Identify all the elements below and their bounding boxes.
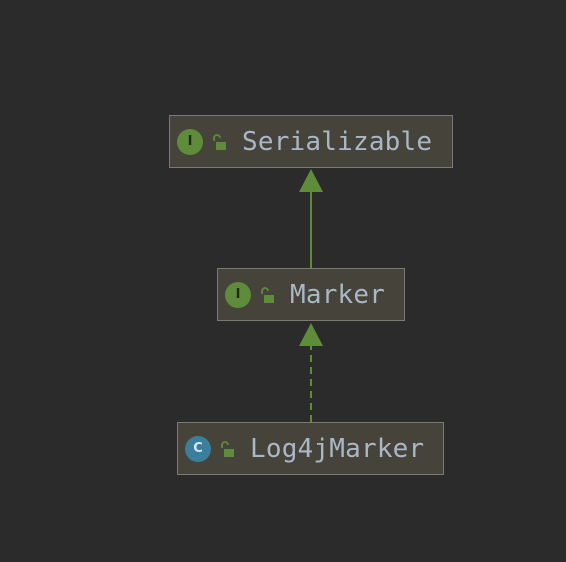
node-serializable[interactable]: I Serializable (169, 115, 453, 168)
class-icon: C (185, 435, 211, 462)
arrowhead-icon (299, 169, 323, 192)
unlocked-padlock-icon (221, 440, 234, 457)
node-label-serializable: Serializable (242, 126, 433, 157)
interface-icon: I (225, 281, 251, 308)
node-marker[interactable]: I Marker (217, 268, 405, 321)
interface-icon: I (177, 128, 203, 155)
arrowhead-icon (299, 323, 323, 346)
edge-log4jmarker-implements-marker (299, 323, 323, 422)
node-label-log4jmarker: Log4jMarker (250, 433, 425, 464)
node-label-marker: Marker (290, 279, 386, 310)
unlocked-padlock-icon (213, 133, 226, 150)
unlocked-padlock-icon (261, 286, 274, 303)
node-log4jmarker[interactable]: C Log4jMarker (177, 422, 444, 475)
edge-marker-extends-serializable (299, 169, 323, 268)
